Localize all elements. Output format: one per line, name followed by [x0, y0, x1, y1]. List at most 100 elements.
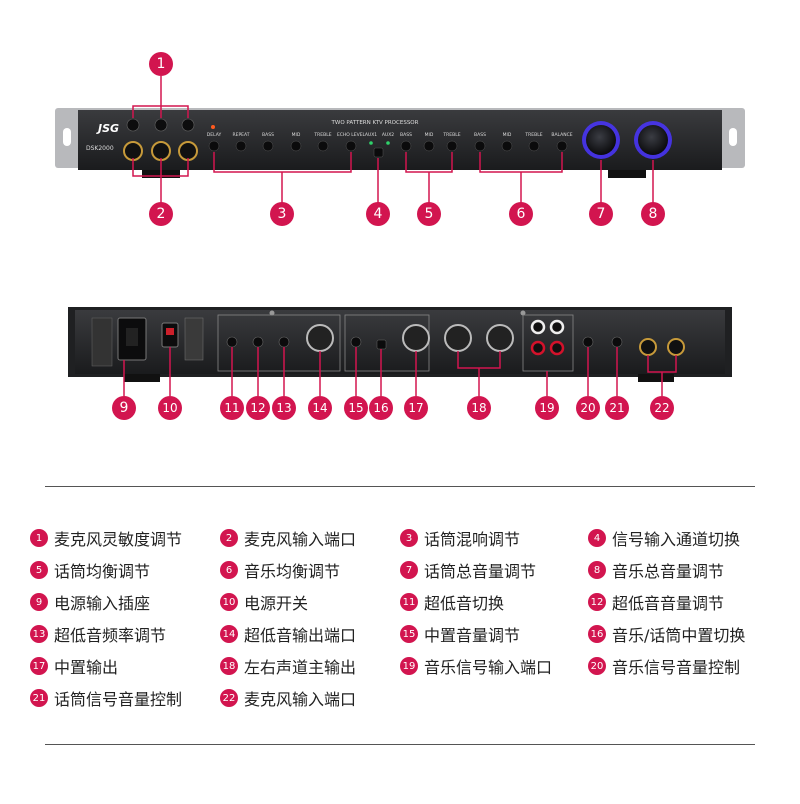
callout-3: 3	[270, 202, 294, 226]
right-xlr-output[interactable]	[444, 324, 472, 352]
mic-jack[interactable]	[123, 141, 143, 161]
top-divider	[45, 486, 755, 487]
front-small-knobs	[208, 140, 568, 158]
legend-text: 话筒均衡调节	[54, 562, 151, 581]
callout-17: 17	[404, 396, 428, 420]
mic-jack[interactable]	[178, 141, 198, 161]
legend-badge: 13	[30, 625, 48, 643]
aux-switch-button[interactable]	[373, 147, 384, 158]
legend-text: 左右声道主输出	[244, 658, 357, 677]
label-treble: TREBLE	[442, 132, 460, 138]
callout-10: 10	[158, 396, 182, 420]
music-mid-knob[interactable]	[501, 140, 513, 152]
aux1-rca-white[interactable]	[549, 319, 565, 335]
callout-21: 21	[605, 396, 629, 420]
legend-text: 音乐信号音量控制	[612, 658, 741, 677]
sub-switch-knob[interactable]	[226, 336, 238, 348]
balance-knob[interactable]	[556, 140, 568, 152]
label-bass: BASS	[400, 132, 412, 138]
screw	[520, 310, 526, 316]
bottom-divider	[45, 744, 755, 745]
callout-9: 9	[112, 396, 136, 420]
power-switch-rocker	[166, 328, 174, 335]
echo-treble-knob[interactable]	[317, 140, 329, 152]
music-treble-knob[interactable]	[528, 140, 540, 152]
callout-1: 1	[149, 52, 173, 76]
foot	[124, 374, 160, 382]
sub-frequency-knob[interactable]	[278, 336, 290, 348]
svg-text:22: 22	[654, 401, 669, 415]
rear-leader-lines	[123, 347, 677, 396]
left-xlr-output[interactable]	[486, 324, 514, 352]
rack-hole	[729, 128, 737, 146]
svg-text:10: 10	[162, 401, 177, 415]
aux2-rca-white[interactable]	[530, 319, 546, 335]
svg-text:6: 6	[517, 206, 526, 222]
svg-text:19: 19	[539, 401, 554, 415]
legend-badge: 8	[588, 561, 606, 579]
center-volume-knob[interactable]	[350, 336, 362, 348]
callout-6: 6	[509, 202, 533, 226]
mic-bass-knob[interactable]	[400, 140, 412, 152]
svg-text:2: 2	[157, 206, 166, 222]
legend-badge: 1	[30, 529, 48, 547]
svg-text:4: 4	[374, 206, 383, 222]
callout-7: 7	[589, 202, 613, 226]
sub-volume-knob[interactable]	[252, 336, 264, 348]
center-xlr-output[interactable]	[402, 324, 430, 352]
sub-xlr-output[interactable]	[306, 324, 334, 352]
echo-mid-knob[interactable]	[290, 140, 302, 152]
line-input-section	[522, 314, 574, 372]
svg-text:8: 8	[649, 206, 658, 222]
mic-sensitivity-knob[interactable]	[181, 118, 195, 132]
master-volume-knobs	[582, 121, 672, 159]
label-aux2: AUX2	[382, 132, 394, 138]
callout-5: 5	[417, 202, 441, 226]
rear-mic-jack-a[interactable]	[667, 338, 685, 356]
echo-level-knob[interactable]	[345, 140, 357, 152]
label-echo-level: ECHO LEVEL	[337, 132, 366, 138]
music-input-volume-knob[interactable]	[582, 336, 594, 348]
rear-mic-jack-b[interactable]	[639, 338, 657, 356]
mic-mid-knob[interactable]	[423, 140, 435, 152]
legend-text: 麦克风输入端口	[244, 530, 357, 549]
echo-bass-knob[interactable]	[262, 140, 274, 152]
legend-badge: 21	[30, 689, 48, 707]
mic-master-volume-knob[interactable]	[586, 125, 616, 155]
callout-13: 13	[272, 396, 296, 420]
mic-sensitivity-knob[interactable]	[126, 118, 140, 132]
mic-input-volume-knob[interactable]	[611, 336, 623, 348]
center-mode-switch[interactable]	[376, 339, 387, 350]
repeat-knob[interactable]	[235, 140, 247, 152]
legend-text: 音乐均衡调节	[244, 562, 341, 581]
rear-panel	[68, 307, 732, 382]
music-master-volume-knob[interactable]	[638, 125, 668, 155]
foot	[608, 170, 646, 178]
svg-text:20: 20	[580, 401, 595, 415]
aux2-rca-red[interactable]	[530, 340, 546, 356]
spec-label	[91, 317, 113, 367]
front-panel: JSG DSK2000 TWO PATTERN KTV PROCESSOR	[55, 108, 745, 178]
svg-text:3: 3	[278, 206, 287, 222]
delay-knob[interactable]	[208, 140, 220, 152]
music-bass-knob[interactable]	[474, 140, 486, 152]
svg-text:21: 21	[609, 401, 624, 415]
mic-treble-knob[interactable]	[446, 140, 458, 152]
label-delay: DELAY	[207, 132, 222, 138]
mic-sensitivity-knob[interactable]	[154, 118, 168, 132]
legend-badge: 15	[400, 625, 418, 643]
mic-jack[interactable]	[151, 141, 171, 161]
aux1-rca-red[interactable]	[549, 340, 565, 356]
screw	[269, 310, 275, 316]
